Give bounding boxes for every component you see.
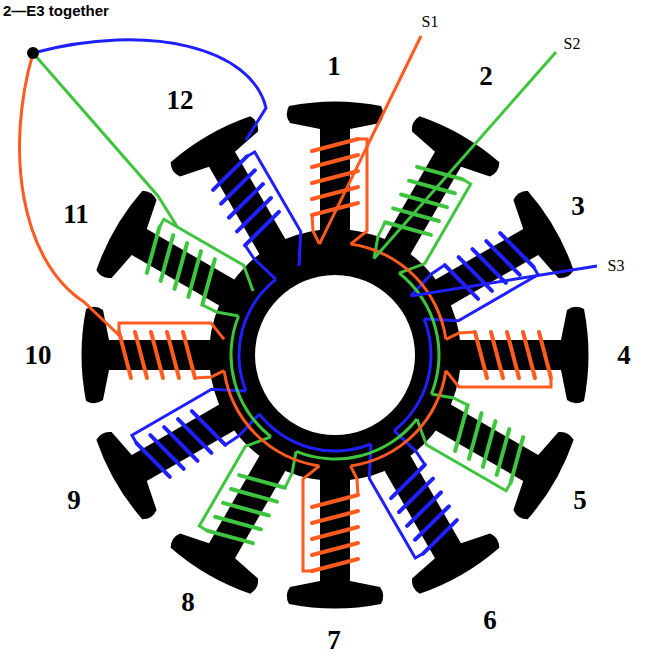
coil-turn (445, 259, 478, 305)
rotor-bore (255, 275, 415, 435)
coil-turn (312, 139, 358, 151)
coil-turn (491, 332, 503, 378)
coil-turn (136, 227, 169, 273)
connection-note: 2—E3 together (3, 3, 109, 18)
signal-name: S2 (564, 36, 581, 52)
coil-turn (312, 543, 358, 555)
callout-number: 4 (617, 342, 631, 369)
coil-lead (202, 298, 238, 324)
coil-lead (446, 371, 551, 387)
callout-number: 7 (327, 627, 341, 654)
callout-number: 6 (483, 607, 497, 634)
coil-turn (178, 413, 211, 459)
coil-lead (303, 466, 319, 571)
stator-tooth (287, 102, 384, 245)
coil-turn (167, 332, 179, 378)
callout-number: 8 (181, 589, 195, 616)
callout-number: 5 (573, 487, 587, 514)
coil-turn (135, 332, 147, 378)
coil-turn (401, 492, 447, 525)
coil-turn (393, 479, 439, 512)
coil-turn (192, 405, 225, 451)
coil-turn (409, 506, 455, 539)
callout-number: 10 (25, 342, 52, 369)
coil-turn (459, 251, 492, 297)
coil-turn (207, 156, 253, 189)
coil-turn (507, 332, 519, 378)
signal-name: S1 (422, 14, 439, 30)
coil-lead (239, 152, 316, 266)
start-lead (411, 266, 597, 296)
stator-tooth (91, 361, 276, 524)
callout-number: 9 (67, 487, 81, 514)
callout-number: 11 (63, 201, 89, 228)
coil-turn (539, 332, 551, 378)
callout-number: 12 (167, 87, 194, 114)
coil-turn (150, 429, 183, 475)
stator-tooth (287, 466, 384, 609)
coil-turn (475, 332, 487, 378)
callout-number: 2 (479, 63, 493, 90)
star-point (27, 47, 39, 59)
coil-lead (245, 240, 276, 284)
coil-turn (151, 332, 163, 378)
coil-turn (417, 520, 463, 553)
coil-lead (351, 466, 358, 495)
coil-turn (523, 332, 535, 378)
coil-turn (385, 465, 431, 498)
callout-number: 1 (327, 53, 341, 80)
coil-turn (183, 332, 195, 378)
coil-turn (136, 437, 169, 483)
stator-tooth (341, 413, 504, 598)
coil-turn (223, 184, 269, 217)
coil-turn (207, 520, 253, 553)
coil-turn (231, 198, 277, 231)
coil-lead (195, 371, 224, 378)
start-lead (319, 36, 421, 244)
callout-number: 3 (571, 193, 585, 220)
stator-yoke (209, 229, 461, 481)
stator-tooth (446, 307, 589, 404)
coil-turn (312, 559, 358, 571)
coil-turn (500, 227, 533, 273)
end-lead (33, 53, 178, 228)
coil-turn (500, 437, 533, 483)
coil-turn (239, 212, 285, 245)
coil-turn (486, 235, 519, 281)
coil-lead (312, 215, 319, 244)
stator-tooth (393, 186, 578, 349)
coil-turn (312, 511, 358, 523)
start-lead (374, 52, 556, 259)
coil-turn (312, 495, 358, 507)
coil-turn (312, 527, 358, 539)
coil-turn (312, 187, 358, 199)
end-lead (33, 40, 266, 140)
coil-lead (446, 332, 475, 339)
coil-turn (215, 170, 261, 203)
coil-turn (312, 155, 358, 167)
coil-turn (164, 421, 197, 467)
signal-name: S3 (608, 258, 625, 274)
coil-lead (119, 323, 224, 339)
